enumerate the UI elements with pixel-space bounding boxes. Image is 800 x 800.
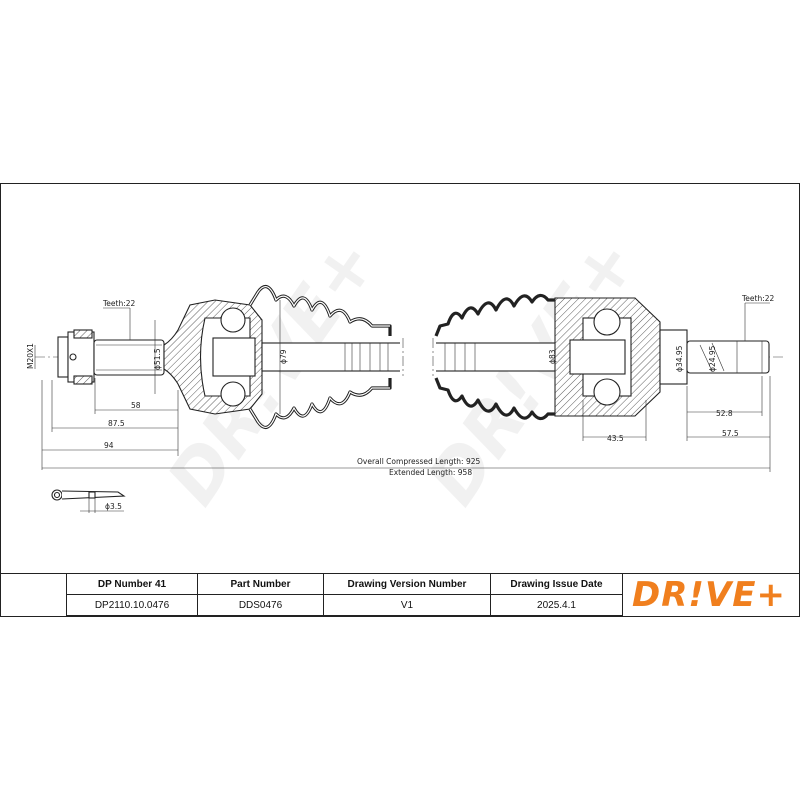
dim-58: 58 xyxy=(131,401,141,410)
dia-boot-left: ϕ79 xyxy=(279,349,288,364)
header-part-number: Part Number xyxy=(197,573,324,595)
thread-label: M20X1 xyxy=(26,343,35,369)
title-block: DP Number 41 Part Number Drawing Version… xyxy=(66,573,623,616)
value-dp-number: DP2110.10.0476 xyxy=(66,594,198,616)
cotter-pin-dia: ϕ3.5 xyxy=(105,502,122,511)
left-nut xyxy=(57,329,95,385)
right-boot xyxy=(434,293,555,337)
ball xyxy=(220,307,246,333)
shaft-break xyxy=(400,338,436,376)
dia-boot-right: ϕ83 xyxy=(548,349,557,364)
header-issue-date: Drawing Issue Date xyxy=(490,573,623,595)
dia-left-shaft: ϕ51.5 xyxy=(153,348,162,370)
dia-right-spline: ϕ24.95 xyxy=(708,345,717,372)
dia-right-stub: ϕ34.95 xyxy=(675,345,684,372)
teeth-right-label: Teeth:22 xyxy=(741,294,775,303)
left-boot xyxy=(248,284,392,336)
value-part-number: DDS0476 xyxy=(197,594,324,616)
value-issue-date: 2025.4.1 xyxy=(490,594,623,616)
value-drawing-version: V1 xyxy=(323,594,491,616)
cotter-pin xyxy=(51,489,126,513)
dim-87-5: 87.5 xyxy=(108,419,125,428)
right-stub xyxy=(659,329,688,385)
drive-plus-logo: DR!VE+ xyxy=(632,575,786,615)
dim-94: 94 xyxy=(104,441,114,450)
dimension-lines xyxy=(34,298,771,472)
header-dp-number: DP Number 41 xyxy=(66,573,198,595)
dim-57-5: 57.5 xyxy=(722,429,739,438)
overall-compressed-length: Overall Compressed Length: 925 xyxy=(357,457,481,466)
right-spline-shaft xyxy=(686,340,770,374)
ball xyxy=(220,381,246,407)
teeth-left-label: Teeth:22 xyxy=(102,299,136,308)
dim-43-5: 43.5 xyxy=(607,434,624,443)
dim-52-8: 52.8 xyxy=(716,409,733,418)
drawing-frame xyxy=(0,183,800,617)
ball xyxy=(593,308,621,336)
extended-length: Extended Length: 958 xyxy=(389,468,472,477)
ball xyxy=(593,378,621,406)
header-drawing-version: Drawing Version Number xyxy=(323,573,491,595)
